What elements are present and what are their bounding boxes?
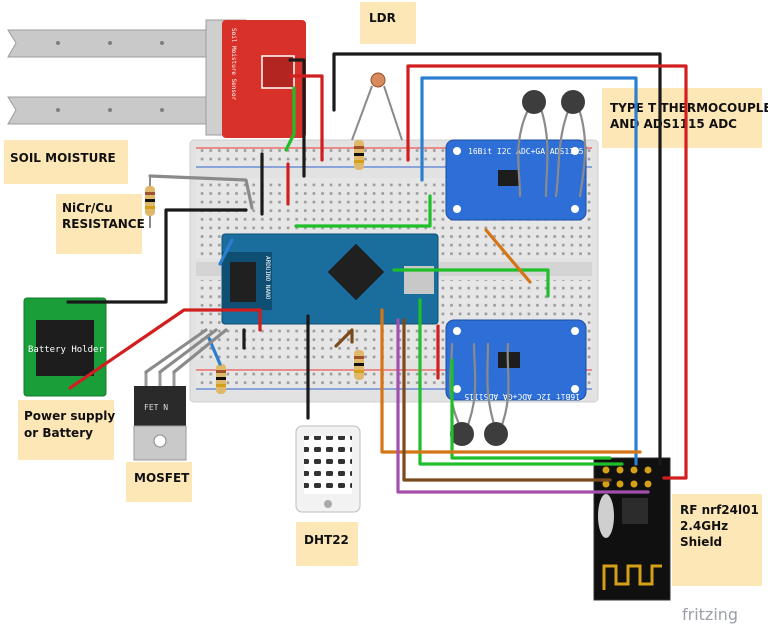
wire-green-soil-signal [284, 86, 296, 152]
note-nicr-resistance: NiCr/Cu RESISTANCE [56, 194, 145, 254]
resistor-mosfet [216, 364, 226, 394]
rf-label-line1: RF nrf24l01 [680, 503, 759, 517]
note-mosfet: MOSFET [126, 462, 192, 502]
resistor-nicr [145, 176, 155, 228]
wire-orange-rf [380, 308, 642, 454]
wire-purple-rf [396, 318, 650, 494]
wire-red-battery [68, 308, 262, 390]
note-thermocouple: TYPE T THERMOCOUPLE AND ADS1115 ADC [602, 88, 768, 148]
wire-blue-left-top [218, 238, 234, 266]
wire-black-soil-gnd [288, 58, 306, 178]
rf-module [593, 457, 671, 601]
arduino-label: ARDUINO NANO [264, 256, 271, 300]
note-rf-shield: RF nrf24l01 2.4GHz Shield [672, 494, 762, 586]
wire-blue-left [206, 334, 222, 366]
thermocouple-top [517, 90, 587, 198]
rf-label-line3: Shield [680, 535, 722, 549]
wire-gray-mosfet [144, 328, 208, 374]
soil-sensor-label: Soil Moisture Sensor [230, 28, 237, 101]
battery-holder-label: Battery Holder [28, 345, 104, 355]
power-label-line1: Power supply [24, 409, 115, 423]
note-dht22: DHT22 [296, 522, 358, 566]
ldr-label: LDR [369, 11, 396, 25]
note-ldr: LDR [360, 2, 416, 44]
arduino-nano: ARDUINO NANO [221, 233, 439, 325]
rf-label-line2: 2.4GHz [680, 519, 728, 533]
wire-red-top-bus [406, 64, 688, 480]
soil-moisture-sensor-board: Soil Moisture Sensor [222, 20, 306, 138]
wires [66, 52, 688, 494]
wire-green-bus [392, 268, 550, 298]
adc-bottom-label: 16Bit I2C ADC+GA ADS1115 [464, 392, 580, 401]
adc-top: 16Bit I2C ADC+GA ADS1115 [445, 139, 587, 221]
wire-green-arduino-adc [294, 194, 432, 228]
mosfet-body-label: FET N [144, 403, 168, 412]
soil-moisture-label: SOIL MOISTURE [10, 151, 116, 165]
battery-holder: Battery Holder [23, 297, 107, 397]
wire-black-top-bus [332, 52, 662, 466]
fritzing-brand: fritzing [682, 605, 738, 624]
dht22-sensor [295, 425, 361, 513]
power-label-line2: or Battery [24, 426, 93, 440]
mosfet-label: MOSFET [134, 471, 190, 485]
resistor-ldr [354, 140, 364, 170]
wire-red-soil-vcc [288, 74, 324, 162]
note-soil-moisture: SOIL MOISTURE [4, 140, 128, 184]
wire-brown-rf [402, 318, 612, 482]
resistor-dht [354, 350, 364, 380]
wire-black-battery [66, 208, 248, 304]
mosfet: FET N [133, 372, 187, 461]
nicr-label-line1: NiCr/Cu [62, 201, 113, 215]
thermo-label-line2: AND ADS1115 ADC [610, 117, 737, 131]
note-power-supply: Power supply or Battery [18, 400, 115, 460]
wire-green-rf [418, 298, 624, 466]
wire-blue-rf [420, 76, 638, 466]
wire-brown-dht [334, 328, 354, 348]
wire-green-rf2 [450, 358, 612, 460]
thermocouple-bottom [449, 342, 510, 446]
wire-gray-nicr [148, 174, 254, 210]
nicr-label-line2: RESISTANCE [62, 217, 145, 231]
ldr [351, 72, 403, 141]
thermo-label-line1: TYPE T THERMOCOUPLE [610, 101, 768, 115]
wire-gray-mosfet2 [158, 328, 218, 374]
wire-orange-adc [484, 228, 532, 284]
dht22-label: DHT22 [304, 533, 349, 547]
wire-gray-mosfet3 [172, 328, 228, 374]
adc-bottom: 16Bit I2C ADC+GA ADS1115 [445, 319, 587, 401]
soil-moisture-probe [7, 19, 247, 136]
adc-top-label: 16Bit I2C ADC+GA ADS1115 [468, 147, 584, 156]
